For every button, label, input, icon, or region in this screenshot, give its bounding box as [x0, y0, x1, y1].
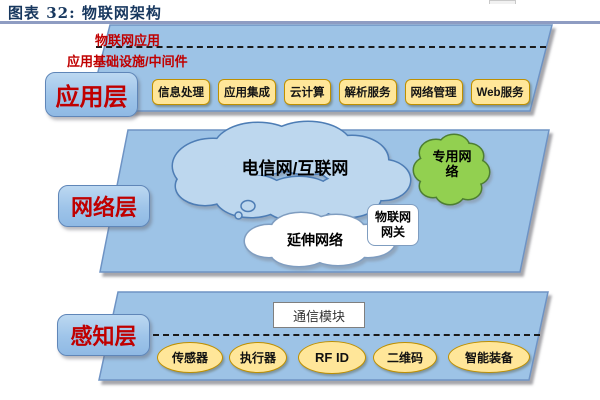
service-box-information-processing: 信息处理 [152, 79, 210, 105]
service-box-application-integration: 应用集成 [218, 79, 276, 105]
private-network-label: 专用网 络 [424, 149, 480, 180]
telecom-cloud-label: 电信网/互联网 [241, 159, 349, 178]
iot-gateway-line1: 物联网 [374, 210, 411, 224]
iot-gateway-line2: 网关 [380, 225, 405, 239]
private-network-label-line2: 络 [445, 163, 459, 179]
service-box-cloud-computing: 云计算 [284, 79, 331, 105]
figure-title: 图表 32: 物联网架构 [8, 4, 162, 22]
device-ellipse-smart-equipment: 智能装备 [448, 341, 530, 373]
iot-gateway-box: 物联网 网关 [367, 204, 419, 246]
service-box-web-service: Web服务 [470, 79, 530, 105]
service-box-parsing-service: 解析服务 [338, 79, 397, 105]
cropped-table-edge [489, 0, 516, 4]
app-layer-dashed-divider [96, 46, 546, 48]
perception-layer-label: 感知层 [57, 314, 150, 356]
device-ellipse-qrcode: 二维码 [373, 342, 437, 373]
device-ellipse-actuator: 执行器 [229, 342, 287, 373]
service-box-network-management: 网络管理 [404, 79, 463, 105]
private-network-label-line1: 专用网 [432, 149, 472, 164]
title-divider [0, 21, 600, 24]
application-layer-label: 应用层 [45, 72, 138, 117]
extended-network-label: 延伸网络 [287, 232, 343, 248]
caption-iot-application: 物联网应用 [95, 33, 161, 48]
device-ellipse-sensor: 传感器 [157, 342, 223, 373]
device-ellipse-rfid: RF ID [298, 341, 366, 374]
caption-app-infrastructure: 应用基础设施/中间件 [67, 54, 188, 69]
cloud-tail-bubbles [234, 199, 256, 220]
application-services-row: 信息处理 应用集成 云计算 解析服务 网络管理 Web服务 [152, 79, 530, 105]
comm-module-box: 通信模块 [273, 302, 365, 328]
perception-layer-dashed-divider [153, 334, 540, 336]
network-layer-label: 网络层 [58, 185, 150, 227]
